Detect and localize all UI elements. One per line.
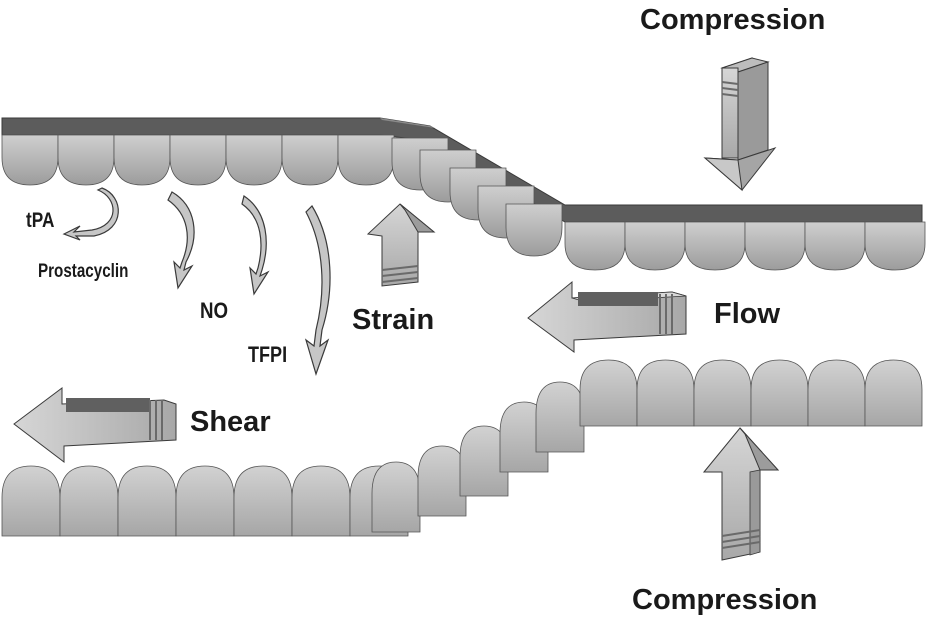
compression-top-arrow — [703, 57, 777, 192]
endothelial-cell — [175, 465, 235, 537]
compression-top-label: Compression — [640, 4, 826, 36]
prostacyclin-secretion-arrow — [167, 191, 195, 290]
endothelial-cell — [579, 359, 638, 427]
flow-arrow — [527, 280, 687, 353]
strain-label: Strain — [352, 304, 435, 336]
endothelial-cell — [57, 134, 115, 186]
endothelial-cell — [233, 465, 293, 537]
shear-arrow — [13, 387, 177, 464]
endothelial-cell — [750, 359, 809, 427]
shear-label: Shear — [190, 406, 271, 438]
endothelial-cell — [417, 445, 467, 517]
lower-endothelial-cells — [1, 359, 923, 537]
endothelial-cell — [636, 359, 695, 427]
upper-endothelial-cells — [1, 134, 926, 271]
endothelial-cell — [804, 221, 866, 271]
prostacyclin-label: Prostacyclin — [38, 261, 129, 282]
endothelial-cell — [535, 381, 585, 453]
endothelial-cell — [371, 461, 421, 533]
endothelial-cell — [1, 465, 61, 537]
tpa-label: tPA — [26, 209, 55, 232]
endothelial-cell — [807, 359, 866, 427]
endothelial-cell — [1, 134, 59, 186]
tfpi-label: TFPI — [248, 342, 288, 367]
endothelial-cell — [291, 465, 351, 537]
endothelial-cell — [693, 359, 752, 427]
lower-vessel-wall — [1, 359, 923, 537]
endothelial-cell — [744, 221, 806, 271]
endothelial-cell — [864, 359, 923, 427]
upper-vessel-wall — [1, 117, 926, 271]
endothelial-cell — [564, 221, 626, 271]
no-secretion-arrow — [241, 195, 270, 296]
strain-arrow — [366, 203, 436, 287]
endothelial-cell — [59, 465, 119, 537]
compression-bottom-label: Compression — [632, 584, 818, 616]
endothelial-cell — [117, 465, 177, 537]
tfpi-secretion-arrow — [304, 205, 331, 376]
endothelial-cell — [225, 134, 283, 186]
compression-bottom-arrow — [702, 427, 780, 561]
tpa-secretion-arrow — [62, 187, 119, 241]
endothelial-cell — [624, 221, 686, 271]
endothelial-cell — [281, 134, 339, 186]
endothelial-cell — [864, 221, 926, 271]
endothelial-cell — [337, 134, 395, 186]
endothelial-cell — [113, 134, 171, 186]
flow-label: Flow — [714, 298, 781, 330]
no-label: NO — [200, 298, 229, 323]
endothelial-cell — [505, 203, 563, 257]
endothelial-cell — [684, 221, 746, 271]
endothelial-cell — [169, 134, 227, 186]
